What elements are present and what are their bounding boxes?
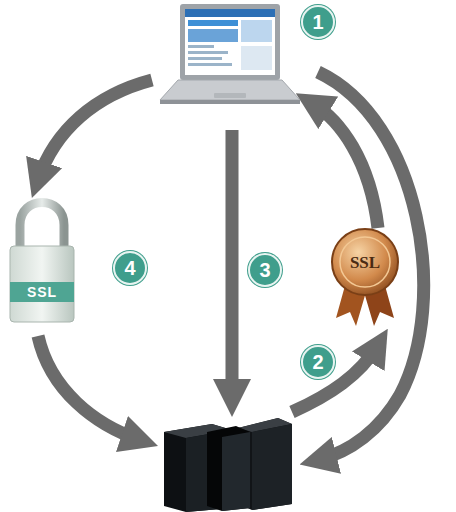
callout-number: 2 <box>301 345 335 379</box>
arrow-to-lock <box>38 80 152 180</box>
callout-number: 1 <box>301 5 335 39</box>
arrow-server-to-badge <box>292 345 378 412</box>
badge-text: SSL <box>350 254 380 271</box>
lock-text: SSL <box>27 285 57 299</box>
flow-arrows <box>38 72 424 460</box>
lock-icon <box>10 203 74 323</box>
server-icon <box>164 418 292 512</box>
arrow-down <box>226 130 239 398</box>
callout-number: 3 <box>248 253 282 287</box>
arrow-outer <box>318 72 424 460</box>
callout-number: 4 <box>113 251 147 285</box>
laptop-icon <box>160 4 300 104</box>
arrow-lock-to-server <box>38 336 140 440</box>
ssl-badge-icon <box>332 229 398 326</box>
